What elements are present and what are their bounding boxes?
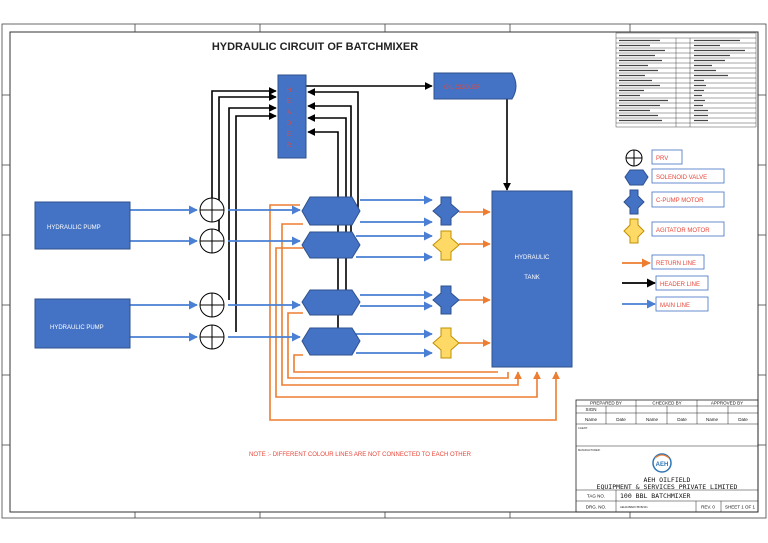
legend-solenoid-label-box (651, 168, 725, 184)
company-name-line1: AEH OILFIELD (644, 476, 691, 484)
agitator-motor-2 (432, 327, 460, 359)
legend-agitator-label-box (651, 221, 725, 237)
header-label: H E A D E R (287, 88, 292, 149)
drawing-title: HYDRAULIC CIRCUIT OF BATCHMIXER (212, 41, 418, 53)
hydraulic-pump-top (34, 201, 131, 250)
tb-sign: SIGN (585, 407, 596, 412)
hydraulic-tank (491, 190, 573, 368)
header-letter-a: A (287, 110, 291, 116)
tb-drg-value: AEH/16B/EDY/BVB/101 (620, 505, 648, 509)
solenoid-valve-4 (301, 327, 361, 356)
inner-border (9, 31, 759, 513)
drawing-note: NOTE :- DIFFERENT COLOUR LINES ARE NOT C… (249, 452, 472, 458)
company-logo-text: AEH (656, 462, 669, 468)
legend-c-pump-label: C-PUMP MOTOR (656, 198, 704, 204)
hydraulic-tank-label-line2: TANK (524, 275, 540, 281)
solenoid-valve-1 (301, 196, 361, 226)
tb-drg-label: DRG. NO. (586, 505, 607, 510)
tb-approved-by: APPROVED BY (711, 401, 743, 406)
title-block: PREPARED BY CHECKED BY APPROVED BY SIGN … (575, 399, 759, 513)
zone-ticks (2, 24, 766, 518)
tb-date-1: Date (616, 417, 626, 422)
legend-header-label-box (655, 275, 709, 291)
legend-return-label: RETURN LINE (656, 261, 696, 267)
c-pump-motor-1 (432, 196, 460, 226)
oil-cooler (433, 72, 517, 100)
company-name-line2: EQUIPMENT & SERVICES PRIVATE LIMITED (597, 483, 738, 491)
return-lines (269, 204, 560, 421)
legend-solenoid-label: SOLENOID VALVE (656, 175, 707, 181)
legend-main-label-box (655, 296, 709, 312)
tb-prepared-by: PREPARED BY (590, 401, 622, 406)
tb-sheet: SHEET 1 OF 1 (725, 505, 755, 510)
outer-border (1, 23, 767, 519)
solenoid-valves (301, 196, 361, 356)
prv-valves (199, 197, 225, 350)
legend-c-pump-label-box (651, 191, 725, 208)
c-pump-motors (432, 196, 460, 315)
hydraulic-pump-bottom-label: HYDRAULIC PUMP (50, 325, 104, 331)
tb-rev: REV. 0 (701, 505, 715, 510)
hydraulic-pump-bottom (34, 298, 131, 349)
header-manifold (277, 74, 307, 159)
legend-agitator-symbol (623, 218, 645, 244)
legend-c-pump-symbol (623, 189, 645, 215)
tb-checked-by: CHECKED BY (652, 401, 681, 406)
solenoid-valve-2 (301, 231, 361, 259)
company-logo (652, 453, 672, 473)
tb-name-2: Name (646, 417, 659, 422)
legend-agitator-label: AGITATOR MOTOR (656, 228, 710, 234)
legend-prv-label-box (651, 149, 683, 165)
hydraulic-tank-label-line1: HYDRAULIC (515, 255, 550, 261)
solenoid-valve-3 (301, 289, 361, 316)
header-letter-r: R (287, 143, 292, 149)
tb-name-1: Name (585, 417, 598, 422)
legend-main-label: MAIN LINE (660, 303, 690, 309)
header-letter-d: D (287, 121, 292, 127)
oil-cooler-label: OIL COOLER (444, 85, 481, 91)
legend: PRV SOLENOID VALVE C-PUMP MOTOR AGITATOR… (622, 149, 725, 312)
tb-manufacturer: MANUFACTURER: (578, 448, 601, 452)
agitator-motors (432, 230, 460, 359)
header-lines (211, 82, 511, 332)
tb-date-3: Date (738, 417, 748, 422)
legend-solenoid-symbol (624, 169, 649, 186)
legend-header-label: HEADER LINE (660, 282, 700, 288)
tb-name-3: Name (706, 417, 719, 422)
hydraulic-pump-top-label: HYDRAULIC PUMP (47, 225, 101, 231)
tb-client: CLIENT: (578, 426, 588, 430)
header-letter-e: E (287, 99, 291, 105)
c-pump-motor-2 (432, 285, 460, 315)
legend-prv-label: PRV (656, 156, 668, 162)
header-letter-e2: E (287, 132, 291, 138)
legend-return-label-box (651, 254, 705, 270)
header-letter-h: H (287, 88, 291, 94)
revision-table (615, 32, 757, 128)
agitator-motor-1 (432, 230, 460, 261)
tb-tag-label: TAG NO. (587, 494, 605, 499)
main-lines (130, 195, 433, 358)
tb-tag-value: 100 BBL BATCHMIXER (620, 492, 691, 500)
tb-date-2: Date (677, 417, 687, 422)
